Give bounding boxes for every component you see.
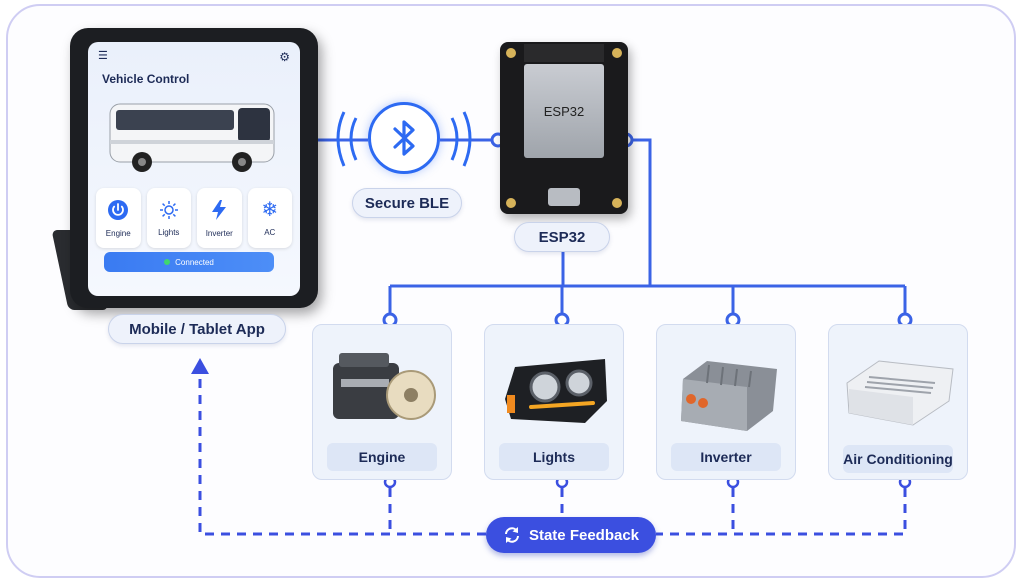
control-lights[interactable]: Lights — [146, 188, 191, 248]
status-dot-icon — [164, 259, 171, 265]
feedback-ac — [656, 488, 907, 536]
esp32-right-line — [626, 138, 652, 286]
sun-icon — [159, 200, 178, 219]
bus-image — [109, 103, 275, 172]
device-card-inverter: Inverter — [656, 324, 796, 480]
control-ac-label: AC — [264, 227, 276, 237]
control-engine[interactable]: Engine — [96, 188, 141, 248]
mcu-caption: ESP32 — [514, 222, 610, 252]
state-feedback-label: State Feedback — [528, 526, 640, 544]
refresh-icon — [504, 527, 519, 543]
tablet: ☰ ⚙ Vehicle Control Engine Lights Invert… — [70, 28, 318, 308]
connection-status: Connected — [104, 252, 274, 272]
bluetooth-node — [368, 102, 440, 174]
control-row: Engine Lights Inverter ❄ AC — [96, 188, 292, 248]
device-label-lights: Lights — [499, 443, 609, 471]
device-card-ac: Air Conditioning — [828, 324, 968, 480]
control-engine-label: Engine — [105, 228, 131, 238]
device-label-engine: Engine — [327, 443, 437, 471]
device-card-lights: Lights — [484, 324, 624, 480]
usb-port — [548, 188, 580, 206]
signal-arc-right-outer — [462, 111, 472, 167]
device-label-ac: Air Conditioning — [843, 445, 953, 473]
feedback-arrow-head — [191, 358, 209, 374]
link-caption: Secure BLE — [352, 188, 462, 218]
antenna — [524, 44, 604, 62]
control-lights-label: Lights — [158, 227, 180, 237]
control-ac[interactable]: ❄ AC — [247, 188, 292, 248]
mount-hole — [610, 46, 624, 60]
mount-hole — [504, 196, 518, 210]
app-caption: Mobile / Tablet App — [108, 314, 286, 344]
control-inverter[interactable]: Inverter — [197, 188, 242, 248]
signal-arc-left-outer — [336, 111, 346, 167]
device-card-engine: Engine — [312, 324, 452, 480]
state-feedback-badge: State Feedback — [486, 517, 656, 553]
gear-icon[interactable]: ⚙ — [279, 50, 290, 64]
mount-hole — [504, 46, 518, 60]
control-inverter-label: Inverter — [205, 228, 233, 238]
signal-arc-right — [450, 117, 459, 161]
device-label-inverter: Inverter — [671, 443, 781, 471]
esp32-board: ESP32 — [500, 42, 628, 214]
inverter-image — [681, 361, 777, 431]
esp32-chip: ESP32 — [524, 64, 604, 158]
connection-status-label: Connected — [175, 257, 214, 267]
menu-icon[interactable]: ☰ — [98, 50, 108, 62]
snowflake-icon: ❄ — [261, 198, 279, 221]
app-screen: ☰ ⚙ Vehicle Control Engine Lights Invert… — [88, 42, 300, 296]
mount-hole — [610, 196, 624, 210]
signal-arc-left — [349, 117, 358, 161]
app-title: Vehicle Control — [102, 72, 190, 86]
lightning-icon — [212, 199, 227, 220]
engine-image — [333, 353, 436, 420]
esp32-chip-label: ESP32 — [543, 103, 585, 119]
bluetooth-icon — [393, 120, 415, 156]
air-conditioner-image — [846, 360, 954, 426]
headlight-image — [505, 359, 607, 423]
power-icon — [108, 199, 129, 220]
